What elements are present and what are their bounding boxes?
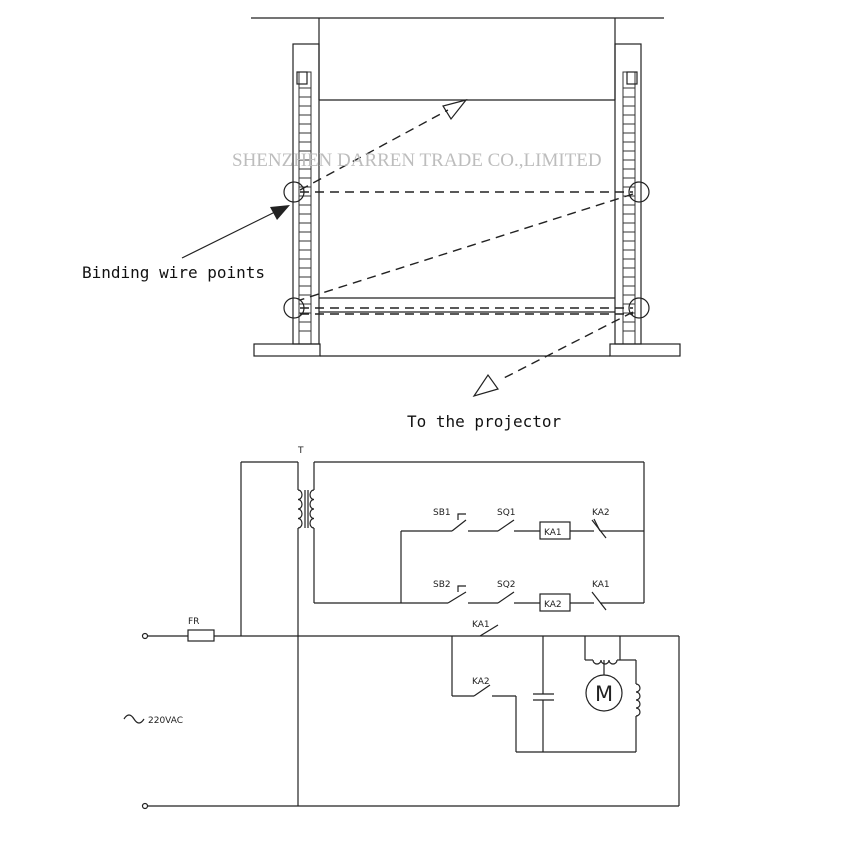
motor-winding-right	[635, 683, 641, 717]
screen-frame	[251, 17, 681, 357]
binding-point-right-lower	[628, 297, 650, 319]
ka1-contact-mid-label: KA1	[592, 580, 610, 590]
circuit	[141, 461, 680, 810]
sb1-label: SB1	[433, 508, 451, 518]
binding-wire-points-label: Binding wire points	[82, 263, 265, 282]
watermark: SHENZHEN DARREN TRADE CO.,LIMITED	[232, 150, 602, 171]
ac-symbol-icon	[123, 714, 145, 724]
supply-label: 220VAC	[148, 716, 183, 726]
ka1-contact-motor-label: KA1	[472, 620, 490, 630]
transformer-primary-coil	[297, 489, 303, 529]
arrowhead-down-icon	[472, 373, 499, 398]
sq2-label: SQ2	[497, 580, 516, 590]
terminal-bottom	[141, 802, 149, 810]
binding-point-right-upper	[628, 181, 650, 203]
fuse-label: FR	[188, 617, 199, 627]
ka1-coil-label: KA1	[544, 528, 562, 538]
motor-label: M	[595, 682, 613, 706]
terminal-top	[141, 632, 149, 640]
to-projector-label: To the projector	[407, 412, 561, 431]
ka2-coil-label: KA2	[544, 600, 562, 610]
wire-paths	[299, 109, 634, 381]
transformer-label: T	[297, 446, 304, 456]
motor-winding-top	[592, 659, 618, 665]
ka2-contact-motor-label: KA2	[472, 677, 490, 687]
arrowhead-up-icon	[442, 98, 468, 121]
fuse-fr	[187, 629, 215, 642]
sq1-label: SQ1	[497, 508, 516, 518]
ka2-contact-top-label: KA2	[592, 508, 610, 518]
binding-pointer-arrow-icon	[270, 205, 290, 220]
rail-ladder-ticks	[299, 87, 635, 332]
binding-pointer-line	[181, 211, 276, 259]
sb2-label: SB2	[433, 580, 451, 590]
transformer-secondary-coil	[309, 489, 315, 529]
